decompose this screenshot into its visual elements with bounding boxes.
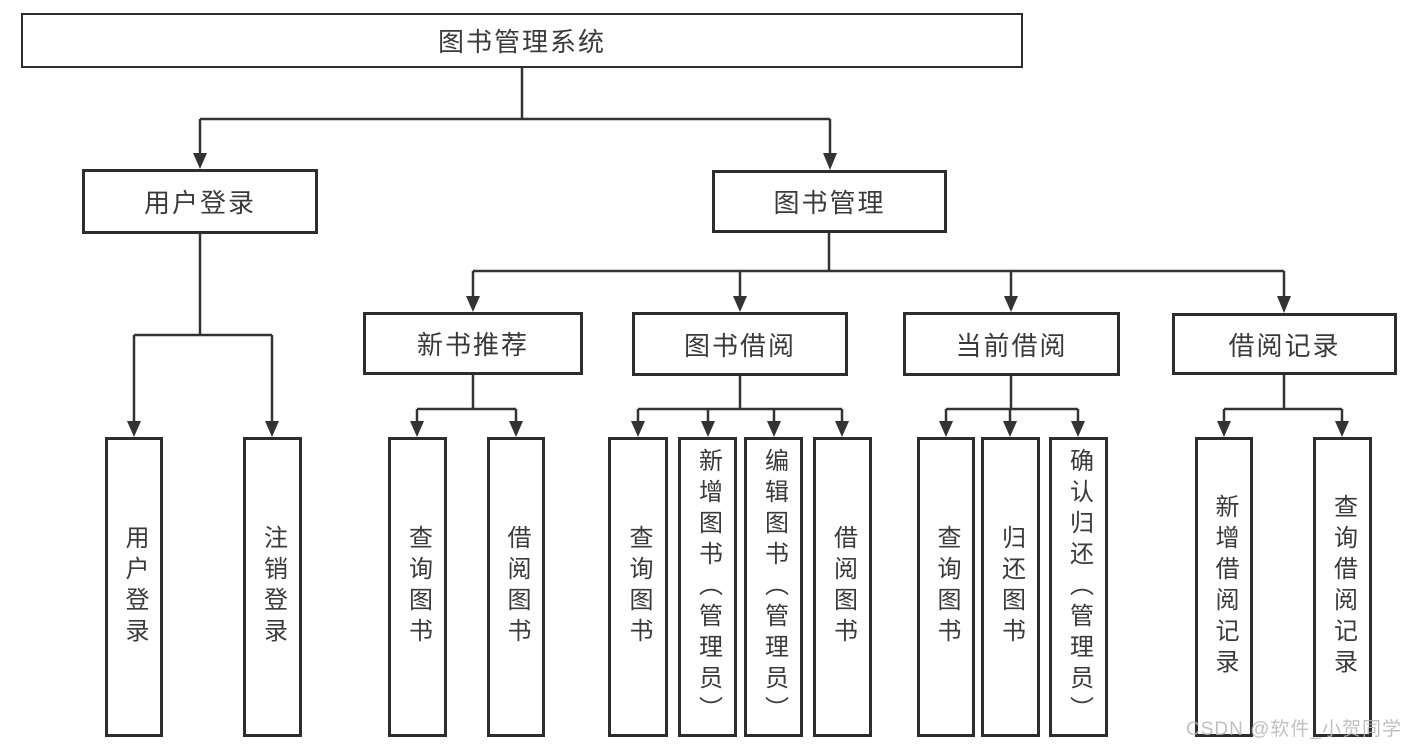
node-current-borrow: 当前借阅 <box>903 312 1120 376</box>
leaf-add-borrow-record: 新增借阅记录 <box>1195 437 1253 737</box>
leaf-edit-book-admin: 编辑图书（管理员） <box>744 437 803 737</box>
leaf-user-login: 用户登录 <box>105 437 163 737</box>
node-book-borrow: 图书借阅 <box>632 312 848 376</box>
node-book-management: 图书管理 <box>712 170 947 233</box>
leaf-query-borrow-record: 查询借阅记录 <box>1313 437 1372 737</box>
node-borrow-records: 借阅记录 <box>1172 313 1397 375</box>
leaf-borrow-books: 借阅图书 <box>813 437 872 737</box>
csdn-watermark: CSDN @软件_小贺同学 <box>1186 719 1402 740</box>
node-library-management-system: 图书管理系统 <box>21 13 1023 68</box>
leaf-query-books-borrow: 查询图书 <box>608 437 668 737</box>
leaf-return-books: 归还图书 <box>981 437 1040 737</box>
leaf-query-books-recommend: 查询图书 <box>388 437 447 737</box>
node-user-login: 用户登录 <box>82 169 318 234</box>
leaf-logout: 注销登录 <box>243 437 302 737</box>
leaf-query-books-current: 查询图书 <box>917 437 975 737</box>
leaf-add-book-admin: 新增图书（管理员） <box>678 437 737 737</box>
node-new-book-recommend: 新书推荐 <box>363 312 583 375</box>
leaf-confirm-return-admin: 确认归还（管理员） <box>1049 437 1108 737</box>
leaf-borrow-books-recommend: 借阅图书 <box>487 437 545 737</box>
